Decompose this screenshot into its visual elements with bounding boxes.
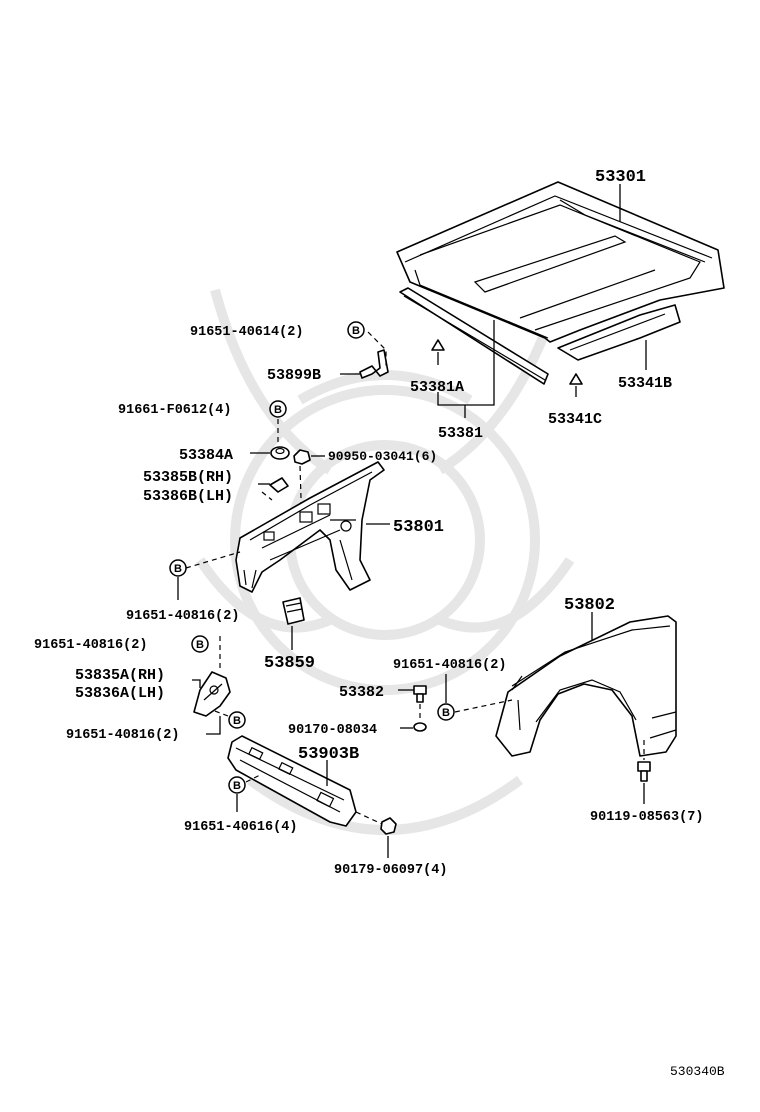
hood-seal-leader	[437, 320, 495, 418]
nut-a-part[interactable]	[293, 449, 311, 465]
b-marker-icon: B	[169, 559, 187, 577]
label-bracket-bolt-top: 91651-40816(2)	[34, 638, 147, 653]
fender-nut-part[interactable]	[413, 722, 427, 732]
label-reinforcement-nut: 90179-06097(4)	[334, 863, 447, 878]
label-hood-bolt-a: 91651-40614(2)	[190, 325, 303, 340]
b-marker-icon: B	[269, 400, 287, 418]
hood-stay-part[interactable]	[359, 349, 389, 379]
reinforcement-bolt-dashline	[245, 773, 263, 783]
fender-screw-part[interactable]	[637, 761, 651, 782]
label-fender-bolt: 91651-40816(2)	[393, 658, 506, 673]
hood-cushion-c-part[interactable]	[569, 373, 583, 397]
label-bracket-lh: 53386B(LH)	[143, 488, 233, 505]
reinforcement-part[interactable]	[227, 735, 357, 827]
label-hood-stay: 53899B	[267, 367, 321, 384]
svg-text:B: B	[274, 404, 282, 416]
fender-apron-part[interactable]	[235, 461, 385, 593]
stopper-part[interactable]	[270, 446, 290, 460]
b-marker-icon: B	[347, 321, 365, 339]
label-bracket-a-lh: 53836A(LH)	[75, 685, 165, 702]
label-apron-seal: 53859	[264, 654, 315, 673]
label-apron: 53801	[393, 518, 444, 537]
figure-code: 530340B	[670, 1064, 725, 1079]
b-marker-icon: B	[437, 703, 455, 721]
fender-part[interactable]	[495, 615, 677, 757]
b-marker-icon: B	[191, 635, 209, 653]
label-hood: 53301	[595, 168, 646, 187]
hood-part[interactable]	[396, 181, 725, 343]
svg-text:B: B	[233, 780, 241, 792]
hood-cushion-b-part[interactable]	[557, 304, 681, 361]
label-bracket-a-rh: 53835A(RH)	[75, 667, 165, 684]
nut-dashline	[299, 465, 303, 531]
label-fender: 53802	[564, 596, 615, 615]
bracket-bottom-dashline	[211, 709, 229, 717]
bracket-dashline	[261, 491, 273, 501]
label-clip-a: 91661-F0612(4)	[118, 403, 231, 418]
label-nut-a: 90950-03041(6)	[328, 449, 437, 464]
label-bracket-bolt-bottom: 91651-40816(2)	[66, 728, 179, 743]
bracket-a-part[interactable]	[193, 671, 231, 717]
fender-bolt-dashline	[454, 699, 513, 713]
label-cushion: 53382	[339, 684, 384, 701]
reinforcement-nut-dashline	[355, 811, 383, 825]
label-apron-bolt: 91651-40816(2)	[126, 609, 239, 624]
svg-text:B: B	[196, 639, 204, 651]
label-hood-seal: 53381	[438, 425, 483, 442]
label-stopper: 53384A	[179, 447, 233, 464]
label-hood-cushion-b: 53341B	[618, 375, 672, 392]
bracket-rh-lh-part[interactable]	[269, 477, 289, 493]
cushion-part[interactable]	[413, 685, 427, 703]
svg-text:B: B	[174, 563, 182, 575]
label-bracket-rh: 53385B(RH)	[143, 469, 233, 486]
b-marker-icon: B	[228, 776, 246, 794]
label-reinforcement-bolt: 91651-40616(4)	[184, 820, 297, 835]
apron-seal-part[interactable]	[282, 597, 305, 625]
hood-seal-part[interactable]	[399, 287, 549, 385]
hood-bolt-dashline	[367, 331, 387, 366]
b-marker-icon: B	[228, 711, 246, 729]
bracket-bolt-bottom-leader	[206, 716, 221, 735]
reinforcement-nut-part[interactable]	[380, 817, 397, 835]
svg-text:B: B	[352, 325, 360, 337]
watermark-emblem	[195, 288, 575, 835]
label-fender-screw: 90119-08563(7)	[590, 810, 703, 825]
bracket-a-leader	[192, 679, 201, 688]
label-hood-seal-a: 53381A	[410, 379, 464, 396]
label-reinforcement: 53903B	[298, 745, 359, 764]
apron-bolt-dashline	[185, 551, 241, 569]
hood-seal-clip-a[interactable]	[431, 339, 445, 365]
label-hood-cushion-c: 53341C	[548, 411, 602, 428]
label-fender-nut: 90170-08034	[288, 723, 377, 738]
svg-text:B: B	[233, 715, 241, 727]
svg-text:B: B	[442, 707, 450, 719]
